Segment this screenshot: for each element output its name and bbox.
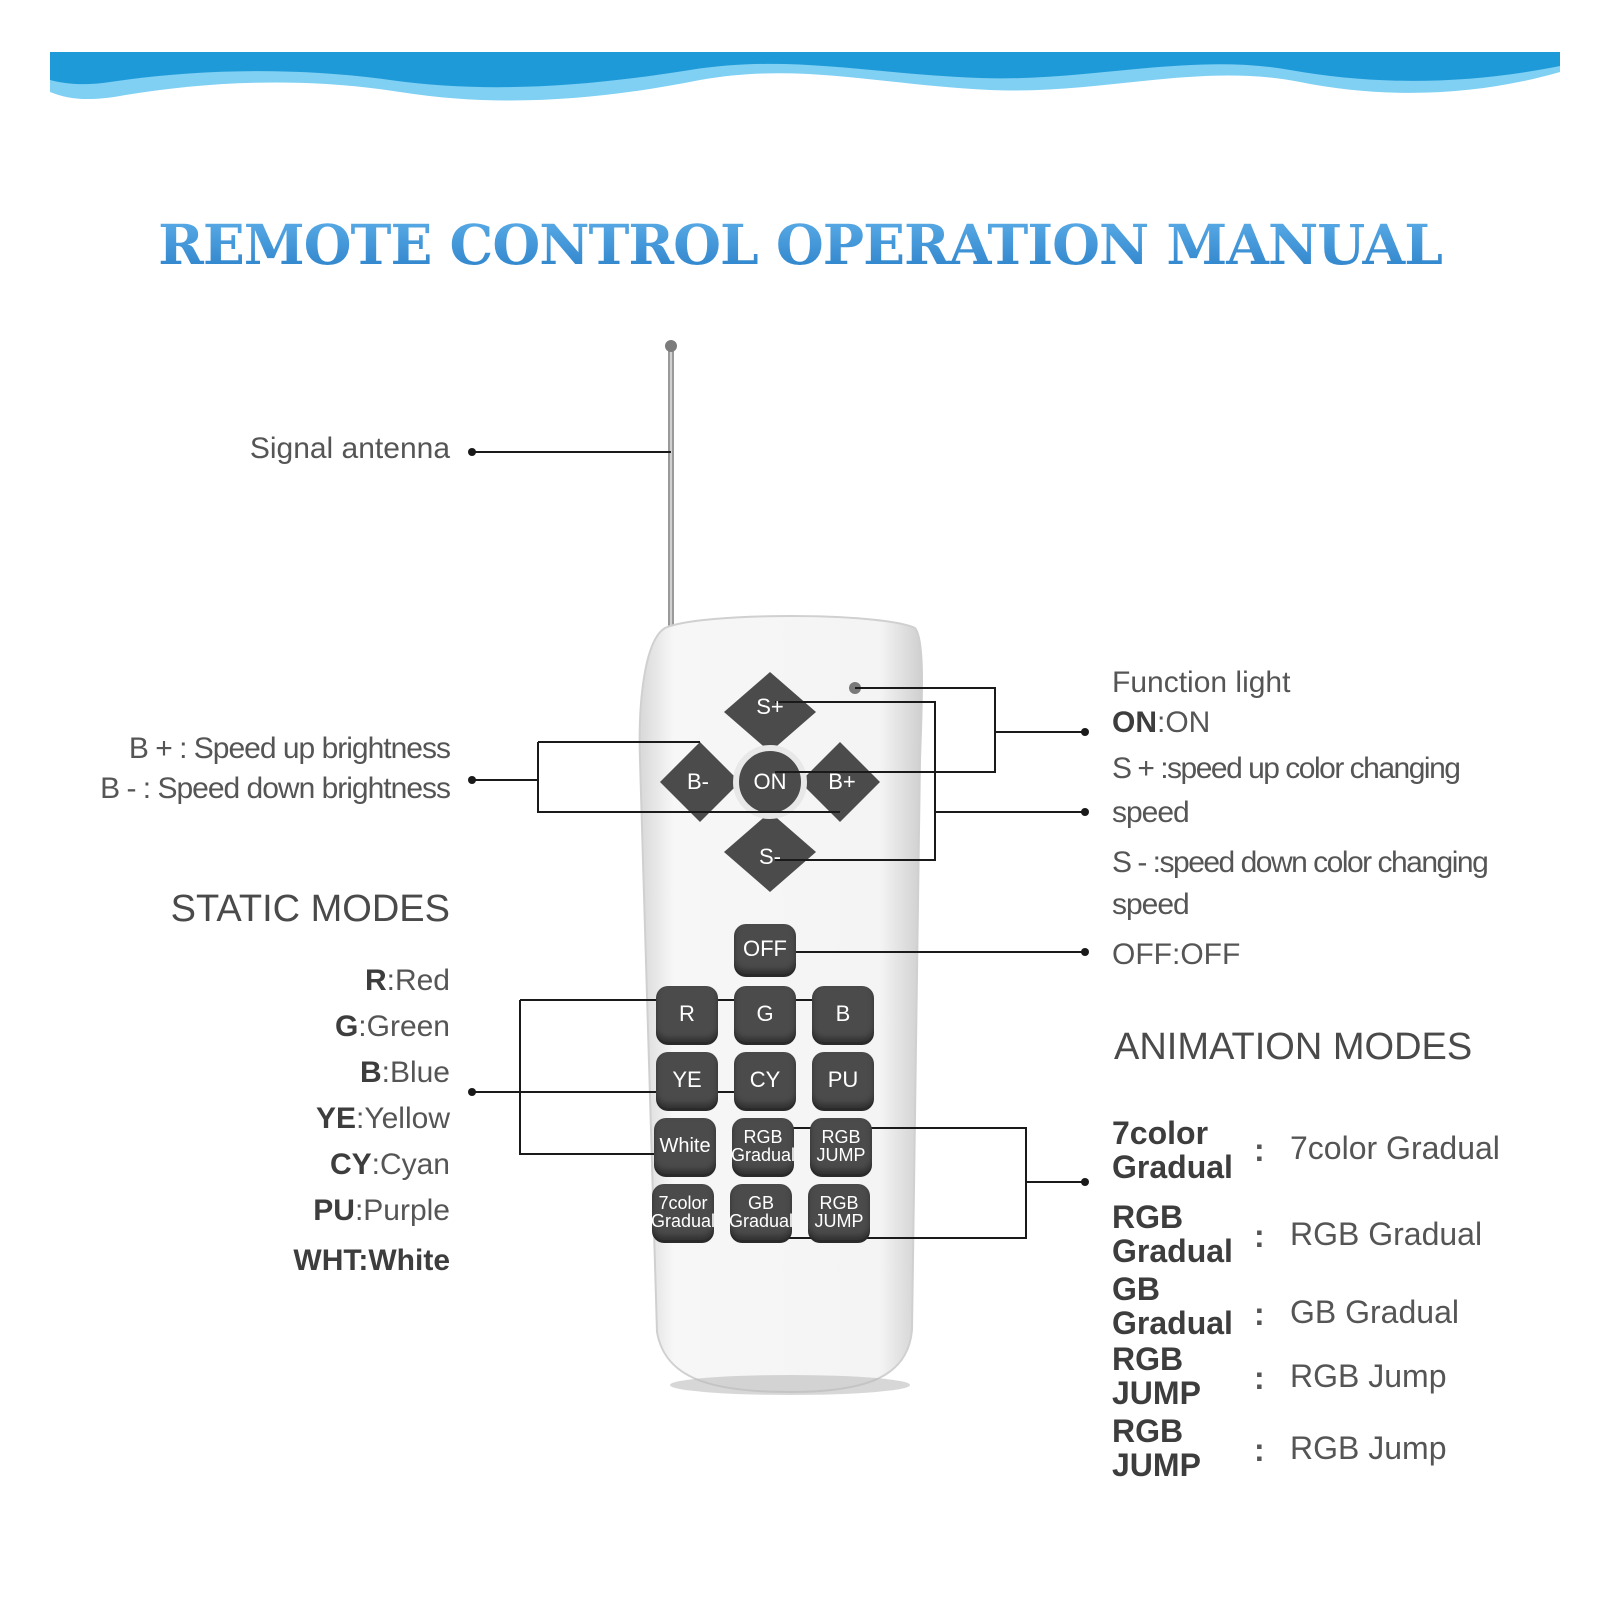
rgb-jump-button-2[interactable]: RGB JUMP: [808, 1184, 870, 1240]
anim-desc-1: 7color Gradual: [1290, 1130, 1500, 1166]
anim-key-3: GB Gradual: [1112, 1271, 1233, 1341]
pu-button[interactable]: PU: [812, 1052, 874, 1108]
label-s-plus-cont: speed: [1112, 796, 1190, 829]
cy-button[interactable]: CY: [734, 1052, 796, 1108]
static-item-g: G:Green: [334, 1010, 450, 1043]
anim-key-5: RGB JUMP: [1112, 1413, 1201, 1483]
label-on: ON:ON: [1112, 706, 1211, 739]
label-s-minus: S - :speed down color changing: [1112, 846, 1489, 879]
dpad: [660, 672, 880, 892]
anim-sep-2: :: [1254, 1218, 1265, 1254]
static-item-pu: PU:Purple: [313, 1194, 450, 1227]
rgb-jump-button-1[interactable]: RGB JUMP: [810, 1118, 872, 1174]
wave-dark: [50, 52, 1560, 88]
g-button[interactable]: G: [734, 986, 796, 1042]
label-s-minus-cont: speed: [1112, 888, 1190, 921]
dpad-down-shape[interactable]: [724, 812, 816, 892]
b-button[interactable]: B: [812, 986, 874, 1042]
dpad-up-label: S+: [756, 694, 784, 719]
anim-desc-2: RGB Gradual: [1290, 1216, 1483, 1252]
dpad-left-shape[interactable]: [660, 742, 740, 822]
label-s-plus: S + :speed up color changing: [1112, 752, 1461, 785]
static-modes-title: STATIC MODES: [170, 888, 450, 930]
anim-sep-3: :: [1254, 1296, 1265, 1332]
static-item-cy: CY:Cyan: [329, 1148, 450, 1181]
leader-dots: [468, 448, 1089, 1186]
white-button[interactable]: White: [654, 1118, 716, 1174]
dpad-down-label: S-: [759, 844, 781, 869]
line-speed: [775, 701, 936, 861]
anim-key-4: RGB JUMP: [1112, 1341, 1201, 1411]
anim-key-2: RGB Gradual: [1112, 1199, 1233, 1269]
label-function-light: Function light: [1112, 666, 1291, 699]
r-button[interactable]: R: [656, 986, 718, 1042]
dpad-center-shape[interactable]: [733, 745, 807, 819]
label-antenna: Signal antenna: [249, 432, 450, 465]
static-item-ye: YE:Yellow: [316, 1102, 450, 1135]
page-title: REMOTE CONTROL OPERATION MANUAL: [0, 212, 1600, 277]
static-item-b: B:Blue: [359, 1056, 450, 1089]
off-button[interactable]: OFF: [734, 924, 796, 974]
wave-banner: [50, 52, 1560, 101]
rgb-gradual-button[interactable]: RGB Gradual: [731, 1118, 795, 1174]
animation-modes-title: ANIMATION MODES: [1114, 1026, 1473, 1068]
anim-key-1: 7color Gradual: [1112, 1115, 1233, 1185]
anim-sep-4: :: [1254, 1360, 1265, 1396]
dpad-left-label: B-: [687, 769, 709, 794]
gb-gradual-button[interactable]: GB Gradual: [729, 1184, 793, 1240]
line-function-light: [775, 687, 996, 773]
anim-desc-3: GB Gradual: [1290, 1294, 1459, 1330]
anim-desc-4: RGB Jump: [1290, 1358, 1447, 1394]
dpad-right-shape[interactable]: [800, 742, 880, 822]
anim-sep-5: :: [1254, 1432, 1265, 1468]
7color-gradual-button[interactable]: 7color Gradual: [651, 1184, 715, 1240]
label-b-minus: B - : Speed down brightness: [100, 772, 451, 805]
antenna: [665, 340, 677, 633]
static-item-r: R:Red: [364, 964, 450, 997]
anim-sep-1: :: [1254, 1132, 1265, 1168]
dpad-right-label: B+: [828, 769, 856, 794]
label-off: OFF:OFF: [1112, 938, 1241, 971]
ye-button[interactable]: YE: [656, 1052, 718, 1108]
anim-desc-5: RGB Jump: [1290, 1430, 1447, 1466]
static-item-wht: WHT:White: [293, 1244, 450, 1277]
dpad-up-shape[interactable]: [724, 672, 816, 752]
dpad-on-label: ON: [753, 769, 787, 794]
label-b-plus: B + : Speed up brightness: [128, 732, 451, 765]
